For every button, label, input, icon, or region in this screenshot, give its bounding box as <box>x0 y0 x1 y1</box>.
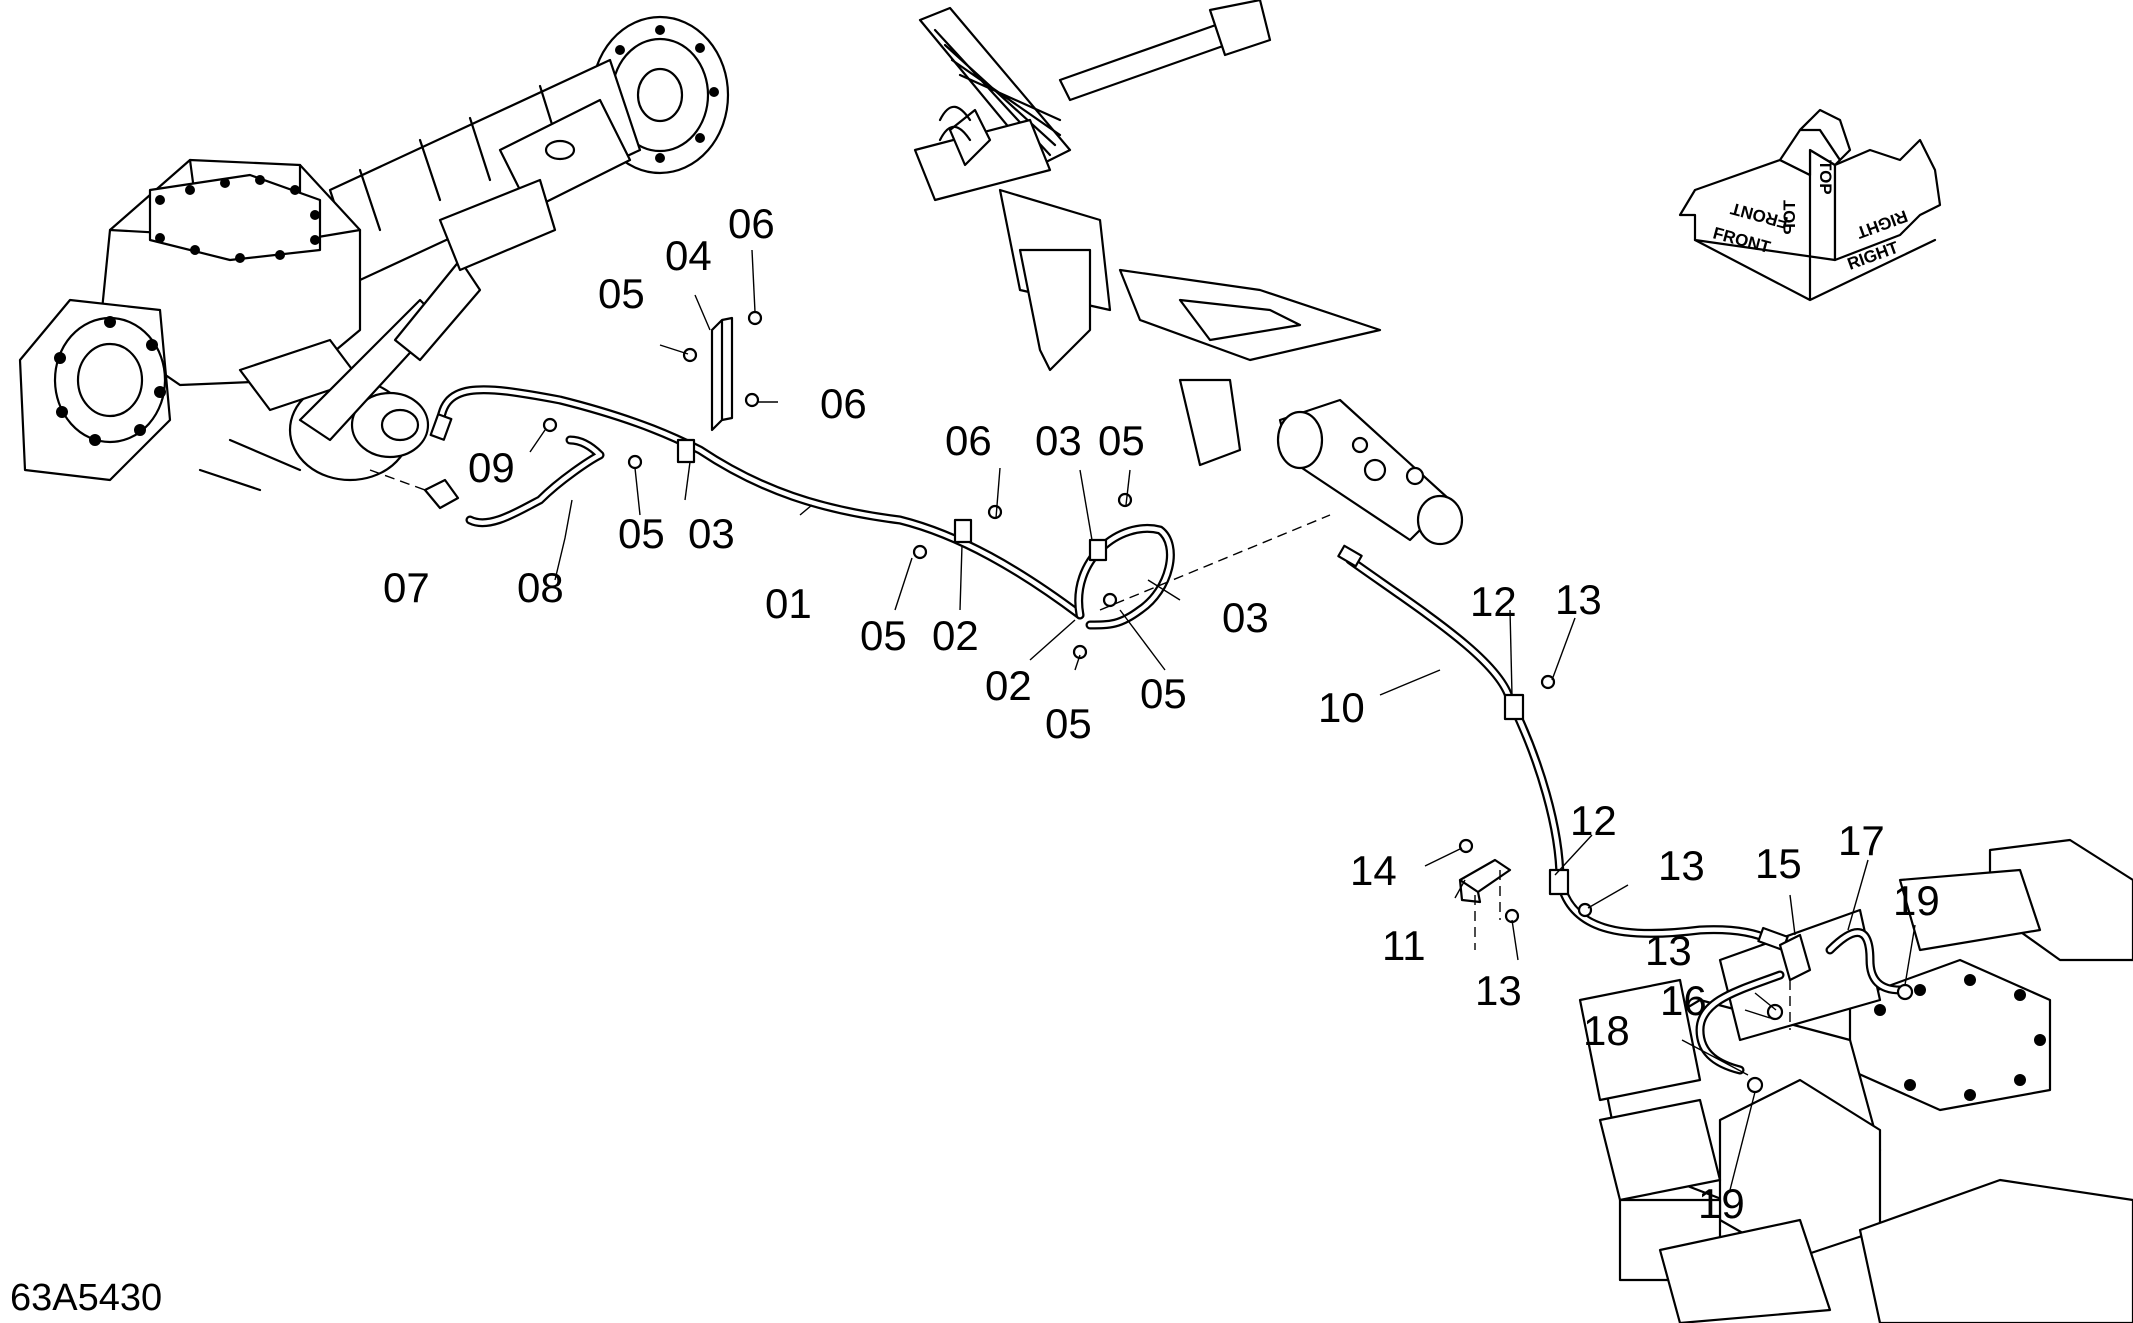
part-callouts: 01 02 02 03 03 03 04 05 05 05 05 05 05 0… <box>383 200 1940 1227</box>
leader-lines <box>529 249 1916 1191</box>
compass-label-top-mirrored: TOP <box>1780 200 1799 235</box>
fasteners <box>542 310 1914 1094</box>
orientation-compass: FRONT TOP TOP FRONT RIGHT RIGHT <box>1678 108 1942 302</box>
callout-13-c: 13 <box>1475 967 1522 1014</box>
callout-03-c: 03 <box>1222 594 1269 641</box>
callout-17: 17 <box>1838 817 1885 864</box>
callout-06-b: 06 <box>820 380 867 427</box>
compass-label-top: TOP <box>1816 160 1835 195</box>
callout-07: 07 <box>383 564 430 611</box>
callout-03-a: 03 <box>688 510 735 557</box>
callout-02-a: 02 <box>932 612 979 659</box>
callout-06-a: 06 <box>728 200 775 247</box>
clamp-02 <box>953 518 973 544</box>
clamp-12-lower <box>1548 868 1570 896</box>
callout-02-b: 02 <box>985 662 1032 709</box>
callout-11: 11 <box>1382 922 1426 969</box>
callout-19-a: 19 <box>1893 877 1940 924</box>
bracket-11 <box>1458 858 1512 904</box>
callout-06-c: 06 <box>945 417 992 464</box>
valve-07 <box>423 478 460 510</box>
callout-03-b: 03 <box>1035 417 1082 464</box>
callout-13-d: 13 <box>1645 927 1692 974</box>
clamp-03 <box>676 438 696 464</box>
callout-13-a: 13 <box>1555 576 1602 623</box>
callout-13-b: 13 <box>1658 842 1705 889</box>
callout-15: 15 <box>1755 840 1802 887</box>
brake-lines <box>423 316 1905 1075</box>
bracket-04 <box>710 316 734 432</box>
callout-05-f: 05 <box>1045 700 1092 747</box>
callout-05-a: 05 <box>598 270 645 317</box>
rear-axle-assembly <box>1578 838 2133 1323</box>
callout-14: 14 <box>1350 847 1397 894</box>
callout-16: 16 <box>1660 977 1707 1024</box>
clamp-12-upper <box>1503 693 1525 721</box>
callout-09: 09 <box>468 444 515 491</box>
block-15 <box>1778 933 1812 982</box>
clamp-03-loop <box>1088 538 1108 562</box>
callout-04: 04 <box>665 232 712 279</box>
callout-08: 08 <box>517 564 564 611</box>
front-axle-assembly <box>18 15 730 492</box>
callout-05-c: 05 <box>860 612 907 659</box>
callout-12-b: 12 <box>1570 797 1617 844</box>
callout-10: 10 <box>1318 684 1365 731</box>
callout-18: 18 <box>1583 1007 1630 1054</box>
brake-pedal-and-master-cylinder <box>913 0 1464 546</box>
callout-12-a: 12 <box>1470 578 1517 625</box>
callout-19-b: 19 <box>1698 1180 1745 1227</box>
callout-05-d: 05 <box>1098 417 1145 464</box>
drawing-number: 63A5430 <box>10 1277 162 1319</box>
callout-05-e: 05 <box>1140 670 1187 717</box>
callout-05-b: 05 <box>618 510 665 557</box>
callout-01: 01 <box>765 580 812 627</box>
guide-lines <box>369 469 1791 1030</box>
